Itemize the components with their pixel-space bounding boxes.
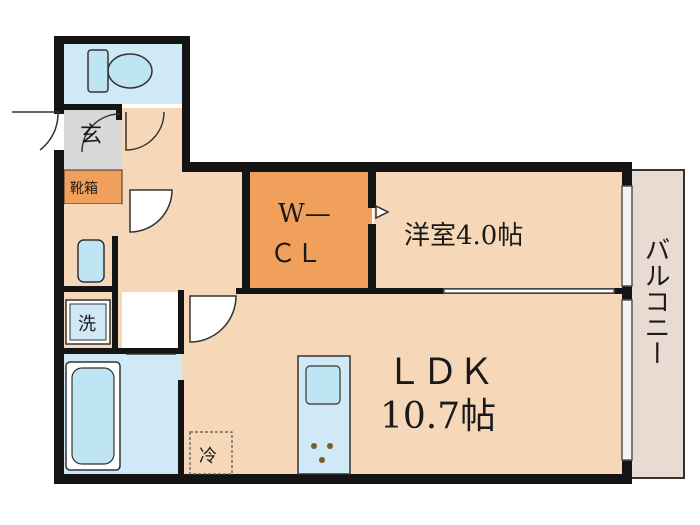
door-swing-icon [81, 111, 390, 355]
wic-label-line1: W— [278, 199, 331, 229]
western-room-floor [374, 172, 624, 292]
kitchen-counter [297, 355, 351, 475]
balcony-label: バルコニー [640, 236, 670, 366]
entrance-door-icon [12, 111, 59, 151]
fridge-label: 冷 [199, 446, 217, 467]
hall-corridor [182, 172, 246, 292]
fridge-icon [189, 431, 233, 475]
bathtub-icon [65, 361, 121, 471]
wic-label-line2: ＣＬ [270, 239, 322, 269]
ldk-label-line2: 10.7帖 [380, 396, 496, 437]
shoe-box-label: 靴箱 [70, 181, 98, 197]
entrance-label: 玄 [80, 123, 102, 148]
western-room-label: 洋室4.0帖 [404, 221, 523, 251]
walk-in-closet [248, 172, 372, 290]
sink-icon [77, 239, 105, 283]
ldk-label-line1: ＬＤＫ [386, 352, 494, 393]
kitchen-sink-icon [305, 365, 341, 405]
ldk-floor [182, 292, 624, 476]
washer-label: 洗 [78, 314, 96, 335]
windows [443, 185, 633, 461]
toilet-icon [87, 49, 153, 93]
hallway-floor [122, 108, 184, 172]
balcony-area [625, 169, 685, 479]
washer-icon [65, 299, 111, 345]
stove-icon [311, 443, 333, 463]
entrance-floor [64, 108, 122, 170]
